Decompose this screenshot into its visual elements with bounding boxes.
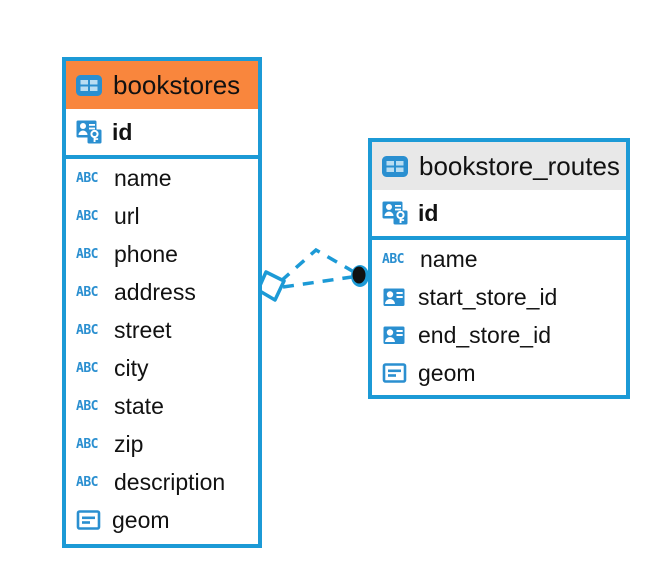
abc-text-icon: ABC [76,284,98,300]
field-label: zip [114,430,144,457]
foreign-key-card-icon [382,324,408,346]
field-row-city[interactable]: ABC city [66,349,258,387]
field-row-phone[interactable]: ABC phone [66,235,258,273]
abc-text-icon: ABC [76,360,98,376]
table-grid-icon [76,74,102,96]
field-row-geom[interactable]: geom [66,501,258,539]
primary-key-card-icon [382,201,408,225]
field-row-state[interactable]: ABC state [66,387,258,425]
relationship-line-arc [279,247,355,283]
entity-title: bookstores [113,70,241,100]
field-row-url[interactable]: ABC url [66,197,258,235]
field-label: street [114,316,172,343]
abc-text-icon: ABC [382,251,404,267]
relationship-circle-endpoint [351,265,369,287]
field-label: state [114,392,164,419]
entity-table-bookstore-routes[interactable]: bookstore_routes id [368,138,630,399]
geometry-box-icon [76,509,102,531]
field-label: phone [114,240,178,267]
entity-title: bookstore_routes [419,151,620,181]
entity-header-bookstore-routes: bookstore_routes [372,142,626,190]
abc-text-icon: ABC [76,208,98,224]
abc-text-icon: ABC [76,398,98,414]
entity-header-bookstores: bookstores [66,61,258,109]
primary-key-card-icon [76,120,102,144]
field-label: end_store_id [418,321,551,348]
field-row-primary-key[interactable]: id [66,109,258,155]
field-label: description [114,468,226,495]
geometry-box-icon [382,362,408,384]
field-row-end-store-id[interactable]: end_store_id [372,316,626,354]
abc-text-icon: ABC [76,474,98,490]
table-grid-icon [382,155,408,177]
primary-key-divider [372,236,626,240]
field-row-name[interactable]: ABC name [372,240,626,278]
field-row-start-store-id[interactable]: start_store_id [372,278,626,316]
abc-text-icon: ABC [76,322,98,338]
field-label: name [420,245,478,272]
field-label-id: id [112,118,133,145]
field-label: geom [418,359,476,386]
entity-table-bookstores[interactable]: bookstores id ABC [62,57,262,548]
abc-text-icon: ABC [76,246,98,262]
abc-text-icon: ABC [76,170,98,186]
field-label: city [114,354,149,381]
field-row-street[interactable]: ABC street [66,311,258,349]
abc-text-icon: ABC [76,436,98,452]
field-row-geom[interactable]: geom [372,354,626,392]
field-label: url [114,202,140,229]
field-row-description[interactable]: ABC description [66,463,258,501]
field-row-address[interactable]: ABC address [66,273,258,311]
foreign-key-card-icon [382,286,408,308]
field-label: geom [112,506,170,533]
field-label: start_store_id [418,283,558,310]
field-row-name[interactable]: ABC name [66,159,258,197]
field-label-id: id [418,199,439,226]
field-row-zip[interactable]: ABC zip [66,425,258,463]
primary-key-divider [66,155,258,159]
field-label: name [114,164,172,191]
relationship-line-straight [282,275,353,289]
field-row-primary-key[interactable]: id [372,190,626,236]
field-label: address [114,278,196,305]
